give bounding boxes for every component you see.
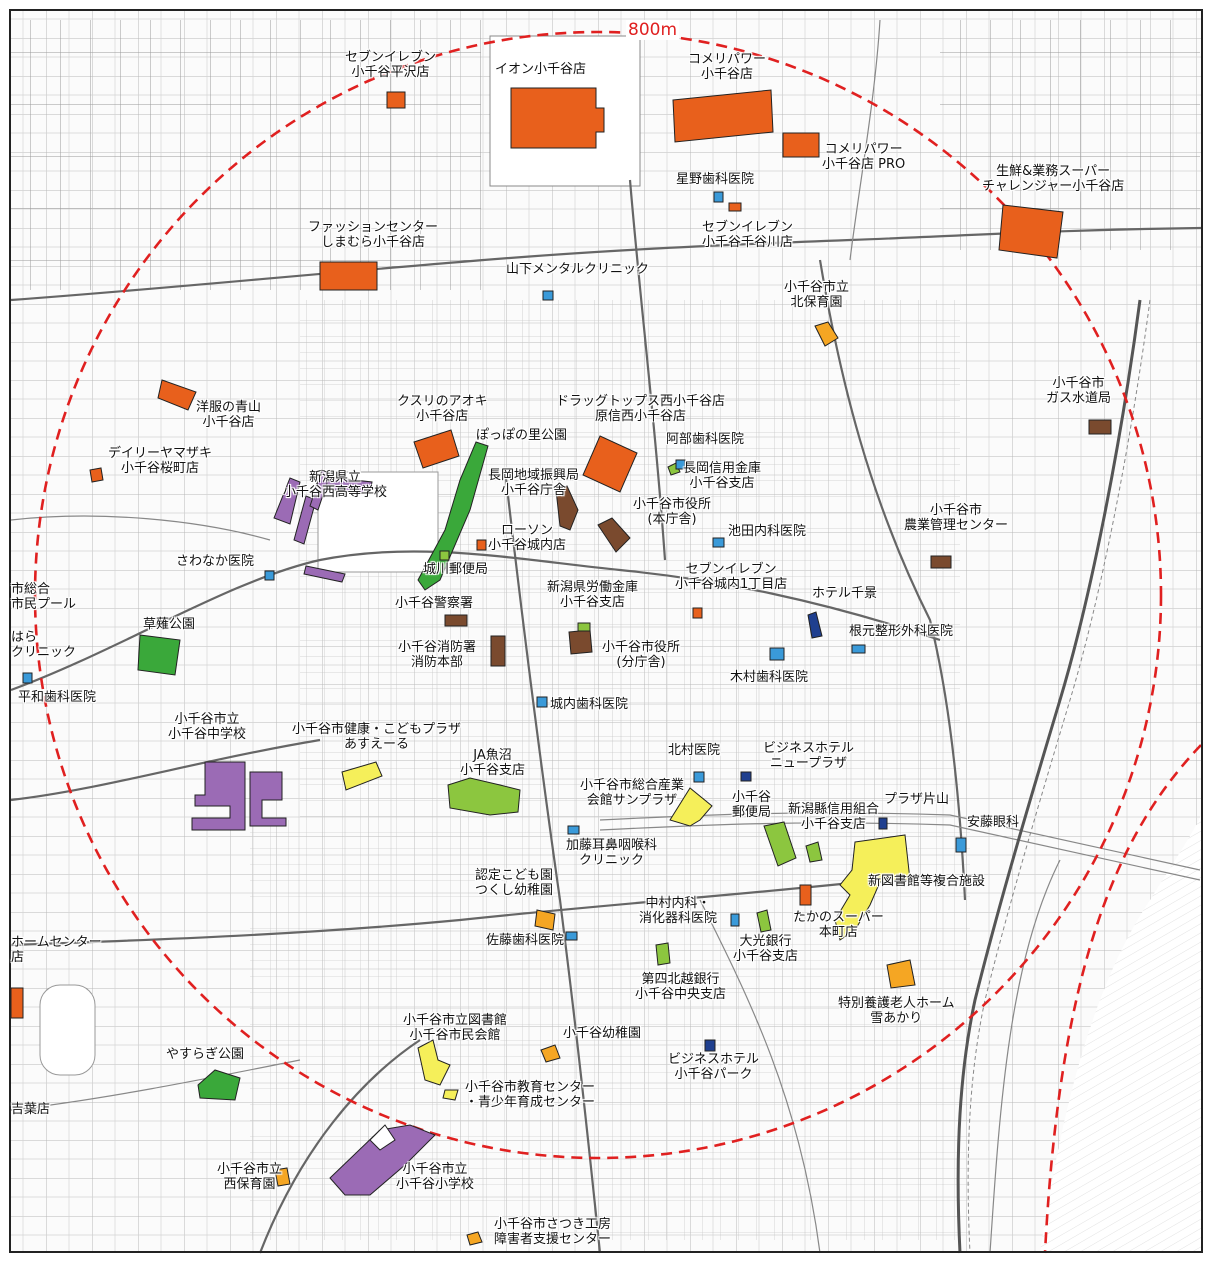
label-city-pool: 市総合市民プール	[11, 582, 77, 612]
label-aoki: クスリのアオキ小千谷店	[397, 394, 488, 424]
label-abe-dental: 阿部歯科医院	[666, 432, 745, 447]
label-gas-water-bureau: 小千谷市ガス水道局	[1046, 376, 1112, 406]
label-drug-tops: ドラッグトップス西小千谷店原信西小千谷店	[556, 394, 726, 424]
label-seven-eleven-chiyagawa: セブンイレブン小千谷千谷川店	[702, 220, 794, 250]
label-yasuragi-park: やすらぎ公園	[166, 1047, 245, 1062]
label-komeri-power: コメリパワー小千谷店	[688, 52, 767, 82]
label-sato-dental: 佐藤歯科医院	[486, 933, 565, 948]
label-nakamura-clinic: 中村内科・消化器科医院	[639, 896, 718, 926]
label-lawson: ローソン小千谷城内店	[488, 523, 567, 553]
radius-label: 800m	[626, 20, 680, 40]
label-asueru: 小千谷市健康・こどもプラザあすえーる	[292, 722, 462, 752]
label-yoshiba: 吉葉店	[11, 1102, 51, 1117]
label-kita-nursery: 小千谷市立北保育園	[784, 280, 850, 310]
label-sun-plaza: 小千谷市総合産業会館サンプラザ	[580, 778, 685, 808]
label-education-center: 小千谷市教育センター・青少年育成センター	[465, 1080, 596, 1110]
label-shimamura: ファッションセンターしまむら小千谷店	[308, 220, 439, 250]
label-hotel-new-plaza: ビジネスホテルニュープラザ	[763, 741, 855, 771]
label-ikeda-clinic: 池田内科医院	[728, 524, 807, 539]
label-agri-center: 小千谷市農業管理センター	[904, 503, 1009, 533]
label-police: 小千谷警察署	[395, 596, 474, 611]
label-ja-uonuma: JA魚沼小千谷支店	[460, 748, 526, 778]
hotel-facilities	[704, 611, 888, 1052]
label-ojiya-kindergarten: 小千谷幼稚園	[563, 1026, 642, 1041]
label-satsuki-kobo: 小千谷市さつき工房障害者支援センター	[494, 1217, 612, 1247]
label-nishi-nursery: 小千谷市立西保育園	[217, 1162, 283, 1192]
label-jogawa-post: 城川郵便局	[423, 562, 489, 577]
label-ojiya-post: 小千谷郵便局	[732, 790, 772, 820]
label-nagaoka-shinkin: 長岡信用金庫小千谷支店	[683, 461, 762, 491]
label-kitamura-clinic: 北村医院	[668, 743, 721, 758]
label-aeon: イオン小千谷店	[495, 62, 587, 77]
label-ojiya-junior-high: 小千谷市立小千谷中学校	[168, 712, 247, 742]
label-kusanagi-park: 草薙公園	[143, 617, 196, 632]
label-ando-eye: 安藤眼科	[967, 815, 1020, 830]
label-city-hall-main: 小千谷市役所(本庁舎)	[633, 497, 712, 527]
label-nishi-high-school: 新潟県立小千谷西高等学校	[283, 470, 388, 500]
label-hokuetsu-bank: 第四北越銀行小千谷中央支店	[635, 972, 727, 1002]
label-hara-clinic: はらクリニック	[11, 630, 77, 660]
label-seven-eleven-hirasawa: セブンイレブン小千谷平沢店	[345, 50, 437, 80]
label-yukiakari: 特別養護老人ホーム雪あかり	[838, 996, 955, 1026]
label-heiwa-dental: 平和歯科医院	[18, 690, 97, 705]
label-nagaoka-office: 長岡地域振興局小千谷庁舎	[488, 468, 580, 498]
label-plaza-katayama: プラザ片山	[884, 792, 950, 807]
label-city-hall-annex: 小千谷市役所(分庁舎)	[602, 640, 681, 670]
welfare-facilities	[274, 321, 916, 1246]
label-rokin: 新潟県労働金庫小千谷支店	[547, 580, 639, 610]
label-library-hall: 小千谷市立図書館小千谷市民会館	[403, 1013, 508, 1043]
bank-facilities	[439, 462, 823, 966]
label-challenger: 生鮮&業務スーパーチャレンジャー小千谷店	[982, 164, 1125, 194]
medical-facilities	[22, 191, 967, 941]
label-seven-eleven-jonai: セブンイレブン小千谷城内1丁目店	[675, 562, 788, 592]
culture-facilities	[341, 761, 911, 1101]
label-hoshino-dental: 星野歯科医院	[676, 172, 755, 187]
public-facilities	[444, 419, 1112, 667]
label-takano-super: たかのスーパー本町店	[793, 910, 884, 940]
label-kimura-dental: 木村歯科医院	[730, 670, 809, 685]
label-jonai-dental: 城内歯科医院	[550, 697, 629, 712]
label-aoyama: 洋服の青山小千谷店	[196, 400, 262, 430]
label-daily-yamazaki: デイリーヤマザキ小千谷桜町店	[108, 446, 213, 476]
label-hotel-senkei: ホテル千景	[812, 586, 878, 601]
school-facilities	[191, 469, 436, 1196]
label-ojiya-elementary: 小千谷市立小千谷小学校	[396, 1162, 475, 1192]
radius-circle	[33, 30, 1163, 1160]
label-nemoto-ortho: 根元整形外科医院	[849, 624, 954, 639]
park-areas	[137, 441, 489, 1101]
label-sawanaka-clinic: さわなか医院	[176, 554, 255, 569]
label-komeri-pro: コメリパワー小千谷店 PRO	[822, 142, 906, 172]
label-poppo-park: ぽっぽの里公園	[476, 428, 568, 443]
label-kato-ent: 加藤耳鼻咽喉科クリニック	[566, 838, 658, 868]
label-yamashita-clinic: 山下メンタルクリニック	[506, 262, 650, 277]
commerce-facilities	[10, 87, 1064, 1019]
label-tsukushi-kindergarten: 認定こども園つくし幼稚園	[475, 868, 554, 898]
label-new-library: 新図書館等複合施設	[868, 874, 986, 889]
label-taiko-bank: 大光銀行小千谷支店	[733, 934, 799, 964]
label-fire-station: 小千谷消防署消防本部	[398, 640, 477, 670]
label-home-center: ホームセンター店	[11, 935, 102, 965]
label-kenshin-kumiai: 新潟縣信用組合小千谷支店	[788, 802, 880, 832]
label-hotel-ojiya-park: ビジネスホテル小千谷パーク	[668, 1052, 760, 1082]
